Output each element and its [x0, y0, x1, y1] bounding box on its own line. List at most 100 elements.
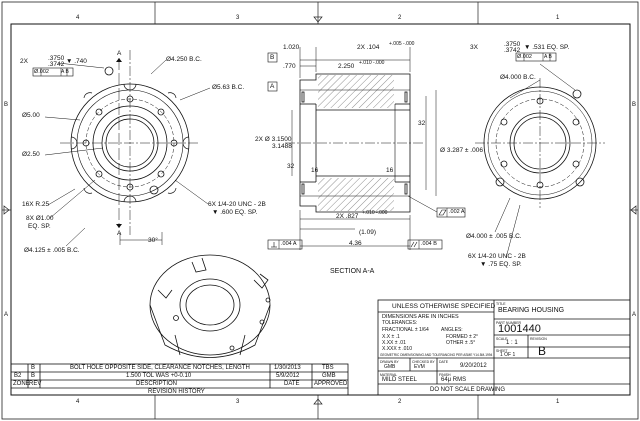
dim-436: 4.36	[349, 240, 362, 247]
rev-row2-approved: GMB	[322, 373, 336, 379]
par-tol: .004 B	[421, 241, 437, 247]
rv-bc2: Ø4.000 ± .005 B.C.	[466, 233, 522, 240]
hole-dia-top: .3750	[48, 55, 65, 62]
rev-row1-approved: TBS	[322, 365, 334, 371]
bc-563: Ø5.63 B.C.	[212, 84, 245, 91]
tb-date-label: DATE	[439, 360, 449, 364]
tb-xxxx: X.XXX ± .010	[382, 346, 412, 352]
dim-2x104-tol: +.005 -.000	[389, 41, 415, 47]
dim-3148: 3.1488	[272, 143, 292, 150]
tb-revision: B	[538, 344, 547, 358]
rv-holes: 3X	[470, 44, 478, 51]
rv-fcf: Ø.002	[517, 54, 532, 60]
zone-left-a: A	[4, 312, 9, 318]
tap-depth-left: ▼ .600 EQ. SP.	[212, 209, 258, 216]
tb-drawn-label: DRAWN BY	[380, 360, 399, 364]
rev-row2-zone: B2	[14, 373, 22, 379]
rev-row1-rev: B	[31, 365, 36, 371]
rv-bc: Ø4.000 B.C.	[500, 74, 536, 81]
rv-dia2: .3742	[504, 47, 521, 54]
fcf-top-datum: A B	[61, 69, 69, 75]
tb-material: MILD STEEL	[382, 377, 418, 383]
tb-drawn-by: GMB	[384, 364, 396, 370]
rev-header-rev: REV	[29, 381, 42, 387]
rv-tap-depth: ▼ .75 EQ. SP.	[480, 261, 522, 268]
dim-109: (1.09)	[359, 229, 376, 236]
bc-4125: Ø4.125 ± .005 B.C.	[24, 247, 80, 254]
rev-header-date: DATE	[284, 381, 300, 387]
rev-row2-desc: 1.500 TOL WAS +0-0.10	[126, 373, 192, 379]
rv-dia: .3750	[504, 41, 521, 48]
dim-3150: 2X Ø 3.1500	[255, 136, 292, 143]
zone-right-a: A	[632, 312, 637, 318]
tb-xx: X.X ± .1	[382, 334, 400, 340]
dim-2x104: 2X .104	[357, 44, 380, 51]
angle-30: 30°	[148, 237, 158, 244]
tb-revision-label: REVISION	[530, 337, 547, 341]
dim-827-tol: +.010 -.000	[362, 210, 388, 216]
tb-dims: DIMENSIONS ARE IN INCHES	[382, 314, 459, 320]
dim-770: .770	[283, 63, 296, 70]
tb-sheet: 1 OF 1	[500, 352, 516, 358]
radius-16-right: 16	[386, 167, 394, 174]
perp-tol: .004 A	[281, 241, 297, 247]
tb-gdt-note: GEOMETRIC DIMENSIONING AND TOLERANCING P…	[380, 353, 493, 357]
zone-top-4: 4	[76, 15, 80, 21]
rev-title: REVISION HISTORY	[148, 389, 205, 395]
section-mark-top: A	[117, 50, 122, 57]
dim-827: 2X .827	[336, 213, 359, 220]
tb-title-label: TITLE	[496, 302, 506, 306]
rev-row2-rev: B	[31, 373, 36, 379]
rv-tap: 6X 1/4-20 UNC - 2B	[468, 253, 526, 260]
dim-2250: 2.250	[338, 63, 355, 70]
tb-title: BEARING HOUSING	[498, 307, 565, 314]
zone-bottom-2: 2	[398, 399, 402, 405]
hole-depth-top: ▼ .740	[66, 58, 87, 65]
tb-unless: UNLESS OTHERWISE SPECIFIED	[392, 303, 496, 310]
tb-finish: 64μ RMS	[441, 377, 467, 383]
datum-a: A	[270, 83, 275, 90]
tb-scale: 1 : 1	[506, 340, 518, 346]
zone-top-3: 3	[236, 15, 240, 21]
tb-finish-label: FINISH	[439, 373, 451, 377]
tb-no-scale: DO NOT SCALE DRAWING	[430, 387, 506, 393]
hole-dia-top-2: .3742	[48, 61, 65, 68]
tb-formed: FORMED ± 2°	[446, 334, 478, 340]
rv-fcf-datum: A B	[544, 54, 552, 60]
holes-eqsp: EQ. SP.	[28, 223, 51, 230]
zone-right-b: B	[632, 102, 637, 108]
zone-bottom-1: 1	[556, 399, 560, 405]
rev-header-description: DESCRIPTION	[136, 381, 178, 387]
zone-bottom-3: 3	[236, 399, 240, 405]
rev-row2-date: 5/9/2012	[276, 373, 300, 379]
dim-3287: Ø 3.287 ± .006	[440, 147, 483, 154]
tb-part-label: PART NUMBER	[496, 321, 522, 325]
section-mark-bottom: A	[117, 230, 122, 237]
tb-scale-label: SCALE	[496, 337, 508, 341]
rev-row1-desc: BOLT HOLE OPPOSITE SIDE, CLEARANCE NOTCH…	[70, 365, 250, 371]
zone-left-b: B	[4, 102, 9, 108]
tb-checked-label: CHECKED BY	[412, 360, 435, 364]
finish-32-left: 32	[287, 163, 295, 170]
datum-b: B	[270, 54, 275, 61]
section-title: SECTION A-A	[330, 268, 375, 275]
zone-bottom-4: 4	[76, 399, 80, 405]
holes-8x: 8X Ø1.00	[26, 215, 54, 222]
dia-500: Ø5.00	[22, 112, 40, 119]
radius-note: 16X R.25	[22, 201, 50, 208]
flat-tol: .002 A	[449, 209, 465, 215]
rv-depth: ▼ .531 EQ. SP.	[524, 44, 570, 51]
tb-date: 9/20/2012	[460, 363, 487, 369]
tb-part-number: 1001440	[498, 323, 541, 335]
tb-sheet-label: SHEET	[496, 349, 508, 353]
zone-top-1: 1	[556, 15, 560, 21]
rev-row1-date: 1/30/2013	[274, 365, 301, 371]
tb-material-label: MATERIAL	[380, 373, 398, 377]
tb-checked-by: EVM	[414, 364, 425, 370]
tap-note-left: 6X 1/4-20 UNC - 2B	[208, 201, 266, 208]
tb-fractional: FRACTIONAL ± 1/64	[382, 327, 429, 333]
tb-angles: ANGLES:	[441, 327, 463, 333]
rev-header-approved: APPROVED	[314, 381, 348, 387]
